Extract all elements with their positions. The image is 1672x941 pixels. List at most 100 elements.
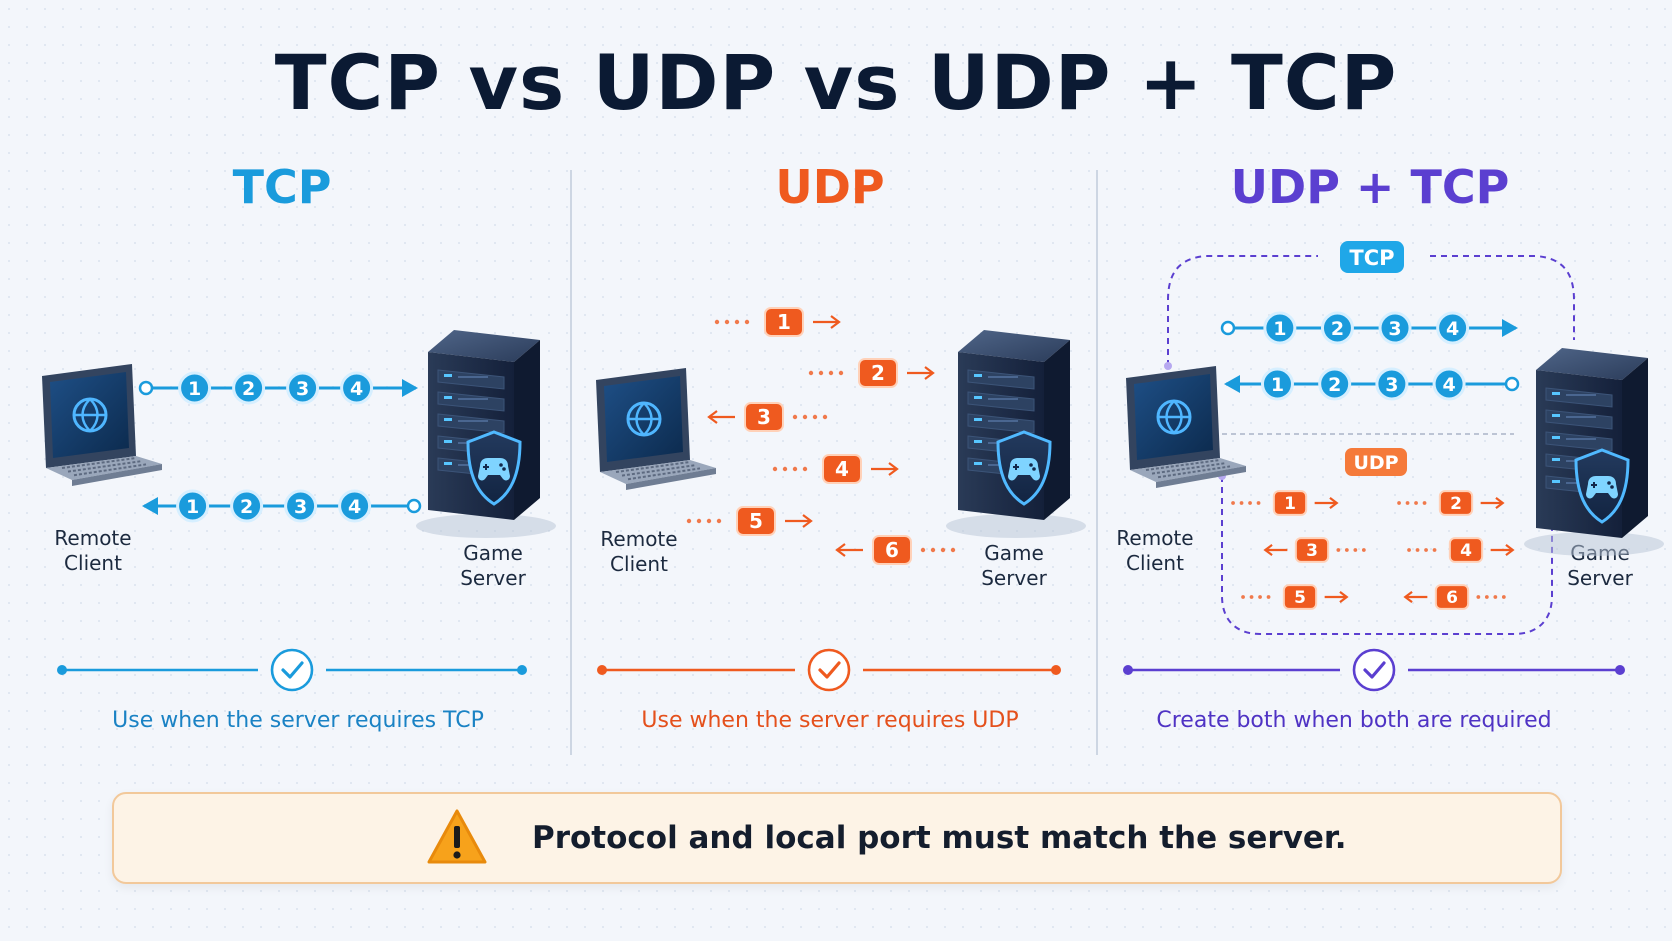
tcp-packet — [340, 371, 374, 405]
udp-packet-label: 1 — [1284, 494, 1296, 514]
arrowhead — [1263, 544, 1273, 556]
tcp-packet — [284, 489, 318, 523]
tcp-packet — [232, 371, 266, 405]
warning-icon — [427, 809, 487, 864]
tcp-packet-label: 1 — [1273, 318, 1286, 340]
udp-packet-label: 3 — [757, 405, 771, 429]
udp-laptop-icon — [596, 368, 716, 490]
arrowhead — [1505, 544, 1515, 556]
tcp-packet-label: 3 — [1385, 374, 1398, 396]
udp-packet-box — [1448, 537, 1484, 563]
arrowhead — [924, 366, 935, 380]
arrowhead — [802, 514, 813, 528]
tcp-laptop-icon — [42, 364, 162, 486]
tcp-packet — [176, 489, 210, 523]
combo-udp-badge: UDP — [1345, 448, 1407, 476]
udp-packet: 3 — [1263, 537, 1366, 563]
udp-packet: 5 — [686, 506, 813, 536]
tcp-packet — [230, 489, 264, 523]
combo-laptop-icon — [1126, 366, 1246, 488]
udp-packet-box — [872, 535, 912, 565]
check-icon — [270, 648, 314, 692]
tcp-packet — [338, 489, 372, 523]
udp-packet: 4 — [1407, 537, 1515, 563]
udp-packet: 6 — [1403, 584, 1506, 610]
tcp-dashed-boundary — [1167, 255, 1575, 366]
udp-packet: 2 — [808, 358, 935, 388]
udp-packet-box — [736, 506, 776, 536]
tcp-caption: Use when the server requires TCP — [112, 708, 484, 733]
udp-packet: 2 — [1397, 490, 1505, 516]
udp-packet-label: 5 — [749, 509, 763, 533]
udp-packet-box — [764, 307, 804, 337]
arrowhead — [142, 497, 158, 515]
tcp-packet — [1432, 367, 1466, 401]
combo-panel-title: UDP + TCP — [1230, 160, 1510, 214]
udp-packet-label: 6 — [885, 538, 899, 562]
combo-udp-badge-label: UDP — [1353, 452, 1398, 474]
udp-packet-box — [1272, 490, 1308, 516]
tcp-packet-label: 1 — [188, 378, 201, 400]
tcp-packet-label: 4 — [1442, 374, 1455, 396]
udp-dashed-boundary — [1221, 476, 1553, 635]
arrowhead — [888, 462, 899, 476]
udp-packet-label: 5 — [1294, 588, 1306, 608]
check-icon — [807, 648, 851, 692]
gamepad-shield-icon — [996, 430, 1052, 506]
udp-caption: Use when the server requires UDP — [641, 708, 1019, 733]
combo-footer-rule — [1123, 648, 1625, 692]
arrowhead — [402, 379, 418, 397]
tcp-packet-label: 1 — [186, 496, 199, 518]
udp-packet: 4 — [772, 454, 899, 484]
tcp-packet-label: 3 — [1388, 318, 1401, 340]
arrowhead — [1224, 375, 1240, 393]
udp-packet-label: 4 — [835, 457, 849, 481]
tcp-packet — [1375, 367, 1409, 401]
udp-packet: 5 — [1241, 584, 1349, 610]
udp-packet-box — [1438, 490, 1474, 516]
udp-packet: 3 — [707, 402, 828, 432]
udp-packet-box — [858, 358, 898, 388]
udp-packet-label: 2 — [871, 361, 885, 385]
udp-packet-box — [1434, 584, 1470, 610]
tcp-packet-label: 3 — [294, 496, 307, 518]
gamepad-shield-icon — [1574, 448, 1630, 524]
combo-tcp-badge: TCP — [1340, 241, 1404, 273]
arrowhead — [835, 543, 846, 557]
tcp-packet-label: 2 — [242, 378, 255, 400]
warning-banner: Protocol and local port must match the s… — [112, 792, 1562, 884]
combo-caption: Create both when both are required — [1156, 708, 1552, 733]
tcp-packet-label: 2 — [1328, 374, 1341, 396]
arrowhead — [1403, 591, 1413, 603]
warning-text: Protocol and local port must match the s… — [532, 820, 1347, 856]
udp-packet-box — [1294, 537, 1330, 563]
arrowhead — [707, 410, 718, 424]
tcp-packet — [1320, 311, 1354, 345]
udp-packet: 1 — [714, 307, 841, 337]
panel-divider-1 — [570, 170, 572, 755]
udp-packet-label: 3 — [1306, 541, 1318, 561]
tcp-footer-rule — [57, 648, 527, 692]
udp-server-icon — [946, 330, 1086, 538]
gamepad-shield-icon — [466, 430, 522, 506]
tcp-server-icon — [416, 330, 556, 538]
tcp-packet — [178, 371, 212, 405]
tcp-packet-label: 1 — [1271, 374, 1284, 396]
tcp-packet — [286, 371, 320, 405]
tcp-packet — [1263, 311, 1297, 345]
tcp-panel-title: TCP — [232, 160, 332, 214]
udp-packet: 1 — [1231, 490, 1339, 516]
tcp-packet-label: 4 — [1446, 318, 1459, 340]
tcp-packet-label: 4 — [350, 378, 363, 400]
udp-packet: 6 — [835, 535, 956, 565]
arrowhead — [1495, 497, 1505, 509]
